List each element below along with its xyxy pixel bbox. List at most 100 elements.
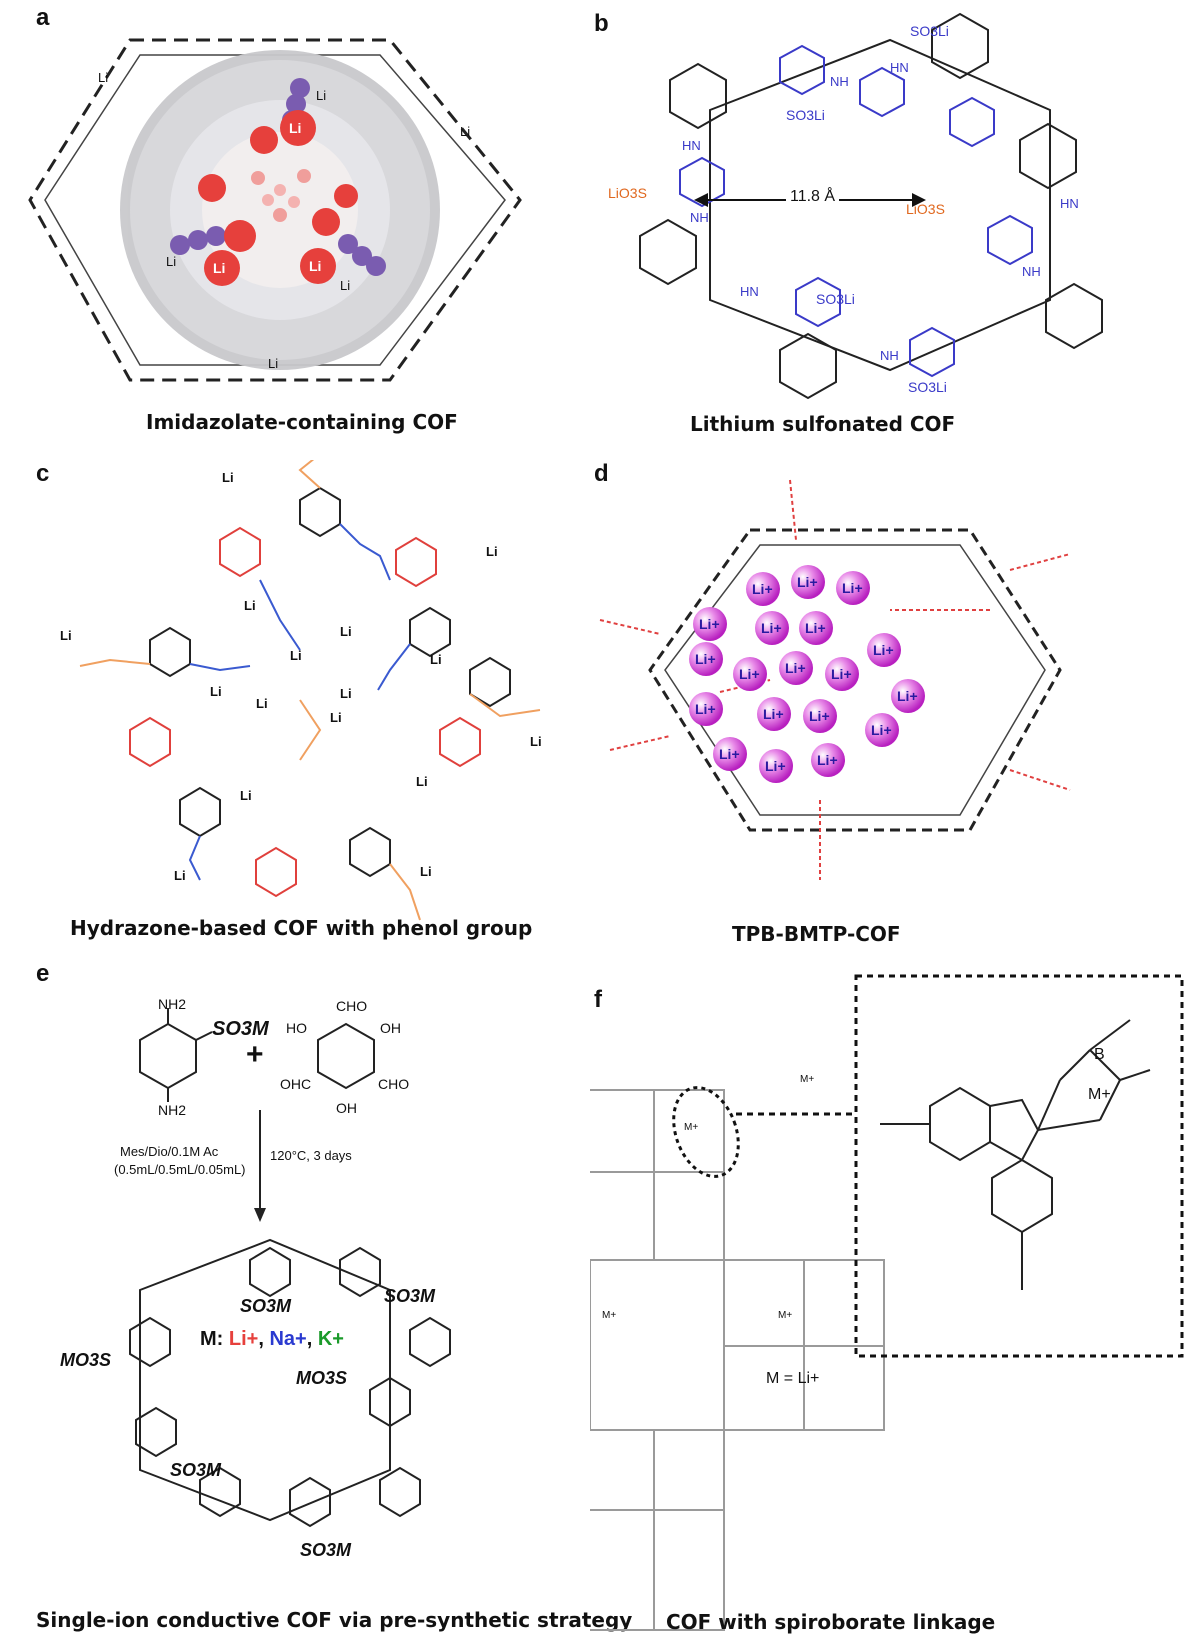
svg-text:Li+: Li+ xyxy=(695,701,716,717)
monomer-aldehyde-ring xyxy=(317,1022,375,1090)
li-ion-balls xyxy=(198,110,358,286)
panel-f: f xyxy=(590,950,1190,1647)
svg-text:Li: Li xyxy=(416,774,428,789)
svg-text:Li: Li xyxy=(316,88,326,103)
counter-ion-legend: M: Li+, Na+, K+ xyxy=(200,1328,344,1350)
svg-text:Li: Li xyxy=(340,624,352,639)
panel-d: d xyxy=(590,460,1190,950)
product-rings xyxy=(129,1246,451,1528)
panel-c: c xyxy=(0,460,590,950)
ohc-left: OHC xyxy=(280,1076,312,1092)
svg-text:SO3Li: SO3Li xyxy=(816,291,855,307)
panel-label-a: a xyxy=(36,4,50,31)
ho-left: HO xyxy=(286,1020,307,1036)
hydrazide-linkers xyxy=(149,486,511,878)
svg-text:Li: Li xyxy=(268,356,278,371)
so3m-product-1: SO3M xyxy=(240,1296,292,1316)
svg-text:Li: Li xyxy=(530,734,542,749)
svg-text:Li: Li xyxy=(420,864,432,879)
conditions-label: 120°C, 3 days xyxy=(270,1148,352,1163)
svg-text:Li: Li xyxy=(460,124,470,139)
spiroborate-cof-structure xyxy=(590,974,1184,1631)
alkyl-sulfonate-chains xyxy=(79,460,541,921)
amine-rings xyxy=(679,44,1033,378)
svg-text:Li+: Li+ xyxy=(699,616,720,632)
hexagonal-framework xyxy=(28,38,522,382)
m-plus-lattice-2: M+ xyxy=(800,1074,815,1085)
svg-text:NH: NH xyxy=(880,348,899,363)
nh2-bottom: NH2 xyxy=(158,1102,187,1118)
svg-text:Li: Li xyxy=(244,598,256,613)
svg-text:Li: Li xyxy=(166,254,176,269)
svg-text:Li: Li xyxy=(213,260,225,276)
svg-text:Li: Li xyxy=(210,684,222,699)
pore-distance-label: 11.8 Å xyxy=(786,188,840,206)
oh-right: OH xyxy=(380,1020,401,1036)
product-macrocycle xyxy=(139,1238,391,1522)
highlight-ellipse xyxy=(672,1086,740,1178)
spirofluorene-zoom xyxy=(880,1019,1151,1290)
li-label: Li xyxy=(98,70,108,85)
svg-text:Li: Li xyxy=(222,470,234,485)
panel-label-d: d xyxy=(594,460,609,487)
m-plus-lattice-4: M+ xyxy=(778,1310,793,1321)
panel-a: a xyxy=(0,0,590,460)
svg-text:Li: Li xyxy=(309,258,321,274)
svg-text:LiO3S: LiO3S xyxy=(608,185,647,201)
so3m-product-4: SO3M xyxy=(300,1540,352,1560)
svg-text:Li+: Li+ xyxy=(785,660,806,676)
svg-text:LiO3S: LiO3S xyxy=(906,201,945,217)
oh-bottom: OH xyxy=(336,1100,357,1116)
svg-text:Li+: Li+ xyxy=(765,758,786,774)
panel-label-f: f xyxy=(594,986,602,1013)
m-plus-lattice-1: M+ xyxy=(684,1122,699,1133)
svg-text:Li: Li xyxy=(340,278,350,293)
svg-text:Li+: Li+ xyxy=(831,666,852,682)
svg-text:HN: HN xyxy=(890,60,909,75)
ion-li: Li+ xyxy=(228,1328,259,1350)
svg-text:HN: HN xyxy=(740,284,759,299)
svg-text:Li: Li xyxy=(289,120,301,136)
so3m-monomer: SO3M xyxy=(212,1018,269,1040)
m-plus-lattice-3: M+ xyxy=(602,1310,617,1321)
zoom-box xyxy=(854,974,1184,1358)
nh2-top: NH2 xyxy=(158,996,187,1012)
caption-c: Hydrazone-based COF with phenol group xyxy=(70,916,533,940)
lithium-sulfonated-cof-structure: SO3Li SO3Li LiO3S LiO3S SO3Li SO3Li NH H… xyxy=(608,12,1103,400)
panel-e: e NH2 SO3M NH2 + CHO HO OH OHC CHO OH xyxy=(0,950,632,1647)
svg-text:Li+: Li+ xyxy=(752,581,773,597)
svg-text:Li+: Li+ xyxy=(797,574,818,590)
svg-text:Li+: Li+ xyxy=(761,620,782,636)
svg-text:Li+: Li+ xyxy=(817,752,838,768)
m-prefix: M: xyxy=(200,1328,224,1350)
li-ion-channel xyxy=(251,169,311,222)
caption-a: Imidazolate-containing COF xyxy=(146,410,458,434)
mo3s-product-2: MO3S xyxy=(296,1368,348,1388)
hydrazone-cof-structure: Li Li Li Li Li Li Li Li Li Li Li Li Li L… xyxy=(60,460,542,921)
m-plus-zoom: M+ xyxy=(1088,1086,1111,1103)
hexagonal-framework-d xyxy=(648,528,1062,832)
svg-text:SO3Li: SO3Li xyxy=(910,23,949,39)
svg-text:NH: NH xyxy=(1022,264,1041,279)
caption-e: Single-ion conductive COF via pre-synthe… xyxy=(36,1608,633,1632)
svg-text:Li: Li xyxy=(330,710,342,725)
so3m-product-3: SO3M xyxy=(170,1460,222,1480)
svg-text:Li: Li xyxy=(340,686,352,701)
boron-atom: B xyxy=(1094,1046,1105,1063)
square-lattice xyxy=(590,1089,885,1631)
caption-b: Lithium sulfonated COF xyxy=(690,412,956,436)
monomer-diamine-ring xyxy=(139,1022,197,1090)
svg-text:HN: HN xyxy=(1060,196,1079,211)
phenol-nodes xyxy=(129,526,481,898)
caption-f: COF with spiroborate linkage xyxy=(666,1610,996,1634)
tpb-bmtp-cof-structure: Li+ Li+ Li+ Li+ Li+ Li+ Li+ Li+ Li+ Li+ … xyxy=(599,479,1071,880)
svg-text:HN: HN xyxy=(682,138,701,153)
svg-text:Li: Li xyxy=(430,652,442,667)
svg-text:Li: Li xyxy=(256,696,268,711)
svg-text:Li+: Li+ xyxy=(695,651,716,667)
li-ion-balls-d xyxy=(689,565,925,783)
svg-text:Li+: Li+ xyxy=(873,642,894,658)
svg-text:Li+: Li+ xyxy=(739,666,760,682)
svg-text:Li: Li xyxy=(290,648,302,663)
ion-k: K+ xyxy=(317,1328,344,1350)
